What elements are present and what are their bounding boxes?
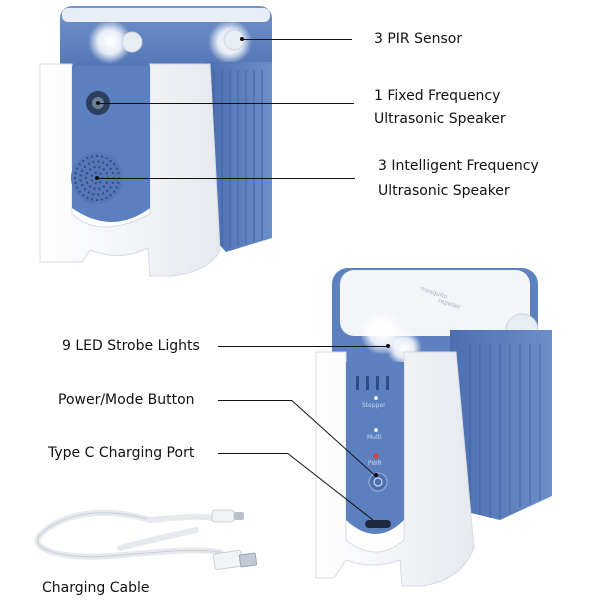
grill-hole [89, 185, 92, 188]
grill-hole [113, 163, 116, 166]
grill-hole [100, 155, 103, 158]
grill-hole [93, 187, 96, 190]
grill-hole [91, 198, 94, 201]
grill-hole [105, 157, 108, 160]
grill-hole [98, 187, 101, 190]
grill-hole [105, 196, 108, 199]
grill-hole [84, 176, 88, 180]
grill-hole [105, 181, 109, 184]
grill-hole [95, 198, 99, 202]
charging-cable-illustration [34, 509, 223, 560]
mode-multi-text: Multi [367, 434, 382, 441]
grill-hole [82, 194, 85, 197]
grill-hole [93, 166, 96, 169]
pir-sensor-leader [242, 39, 352, 40]
power-button-label: Power/Mode Button [58, 392, 195, 408]
power-button-leader-a [218, 400, 292, 401]
charging-cable-label: Charging Cable [42, 580, 150, 596]
grill-hole [111, 172, 114, 175]
fixed-speaker-leader [98, 103, 354, 104]
grill-hole [92, 192, 95, 196]
grill-hole [102, 168, 105, 171]
grill-hole [109, 167, 112, 170]
grill-hole [98, 166, 101, 169]
type-c-port-label: Type C Charging Port [48, 445, 195, 461]
grill-hole [113, 190, 116, 193]
grill-hole [85, 181, 89, 184]
usb-a-plug [212, 550, 258, 570]
type-c-leader-a [218, 453, 288, 454]
grill-hole [76, 186, 79, 189]
grill-hole [106, 164, 109, 167]
grill-hole [101, 192, 105, 195]
grill-hole [90, 174, 94, 177]
grill-hole [87, 191, 90, 194]
mode-pwr-text: PWR [368, 460, 382, 467]
fixed-speaker-label-line1: 1 Fixed Frequency [374, 88, 501, 104]
mode-stepper-text: Stepper [362, 402, 386, 409]
grill-hole [101, 161, 105, 164]
fixed-speaker-label-line2: Ultrasonic Speaker [374, 111, 506, 127]
grill-hole [83, 188, 86, 191]
grill-hole [90, 179, 94, 182]
grill-hole [91, 155, 94, 158]
grill-hole [94, 171, 97, 174]
grill-hole [106, 189, 109, 192]
grill-hole [85, 172, 89, 175]
grill-hole [117, 172, 120, 175]
top-device-shell [39, 63, 221, 277]
grill-hole [115, 186, 118, 189]
grill-hole [76, 167, 79, 170]
grill-hole [102, 185, 105, 188]
grill-hole [81, 169, 84, 172]
top-device-head [60, 6, 272, 76]
intelligent-speaker-label-line2: Ultrasonic Speaker [378, 183, 510, 199]
grill-hole [78, 163, 81, 166]
grill-hole [78, 190, 81, 193]
grill-hole [89, 168, 92, 171]
intelligent-speaker-label-line1: 3 Intelligent Frequency [378, 158, 539, 174]
grill-hole [109, 159, 112, 162]
grill-hole [82, 159, 85, 162]
grill-hole [97, 160, 100, 163]
grill-hole [73, 176, 77, 180]
grill-hole [115, 167, 118, 170]
top-device-fins [206, 62, 272, 252]
grill-hole [99, 172, 102, 175]
grill-hole [97, 193, 100, 196]
pir-sensor-label: 3 PIR Sensor [374, 31, 463, 47]
grill-hole [95, 154, 99, 158]
led-strobe-label: 9 LED Strobe Lights [62, 338, 200, 354]
grill-hole [94, 182, 97, 185]
grill-hole [74, 172, 77, 175]
power-button-pointer [374, 473, 378, 477]
bottom-device-fins [450, 330, 552, 520]
grill-hole [74, 181, 77, 184]
grill-hole [81, 184, 84, 187]
grill-hole [79, 174, 82, 177]
grill-hole [86, 157, 89, 160]
grill-hole [92, 160, 95, 164]
usb-c-plug [211, 509, 244, 523]
grill-hole [86, 196, 89, 199]
bottom-device-shell [315, 351, 475, 587]
grill-hole [87, 162, 90, 165]
grill-hole [109, 186, 112, 189]
grill-hole [105, 172, 109, 175]
grill-hole [100, 198, 103, 201]
intelligent-speaker-leader [97, 178, 355, 179]
grill-hole [109, 194, 112, 197]
led-strobe-leader [218, 346, 388, 347]
grill-hole [79, 179, 82, 182]
grill-hole [99, 181, 102, 184]
grill-hole [117, 181, 120, 184]
grill-hole [83, 165, 86, 168]
bottom-device-head: mosquito repeller [332, 268, 539, 388]
speaker-grill [73, 154, 121, 202]
led-strobe-pointer [386, 344, 390, 348]
grill-hole [111, 181, 114, 184]
